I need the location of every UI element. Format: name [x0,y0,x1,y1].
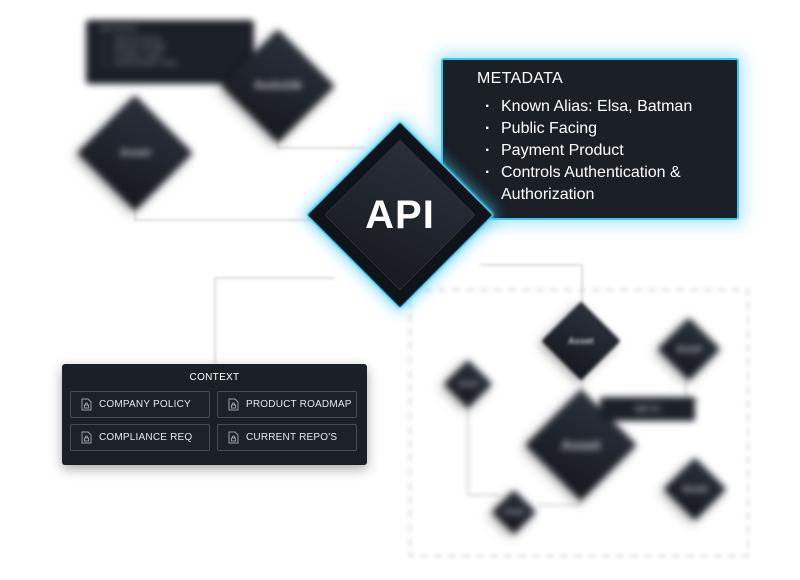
background-metadata-item: Contains Legal [114,52,240,60]
cluster-asset-left-label: Asset [457,380,479,388]
metadata-list: Known Alias: Elsa, Batman Public Facing … [475,96,721,206]
document-lock-icon [81,398,92,411]
context-item-current-repos[interactable]: CURRENT REPO'S [217,424,357,451]
metadata-item: Known Alias: Elsa, Batman [485,96,721,118]
redis-node[interactable]: RedisDB [220,28,336,144]
context-item-label: COMPLIANCE REQ [99,432,193,443]
connector-api-cluster [480,264,583,308]
api-node[interactable]: API [305,120,495,310]
context-item-label: COMPANY POLICY [99,399,191,410]
background-metadata-title: METADATA [100,26,137,33]
cluster-asset-center-label: Asset [561,437,601,453]
connector-api-context [214,277,335,364]
context-item-product-roadmap[interactable]: PRODUCT ROADMAP [217,391,357,418]
context-item-label: PRODUCT ROADMAP [246,399,352,410]
cluster-asset-center[interactable]: Asset [524,388,638,502]
context-panel: CONTEXT COMPANY POLICY PRODUCT ROADMAP C… [62,364,367,465]
cluster-asset-right-top[interactable]: Asset [657,317,721,381]
context-item-company-policy[interactable]: COMPANY POLICY [70,391,210,418]
dashed-cluster-frame [409,289,749,557]
metadata-panel: METADATA Known Alias: Elsa, Batman Publi… [441,58,739,220]
asset-node-left-label: Asset [119,147,151,159]
metadata-item: Public Facing [485,118,721,140]
cluster-asset-top-label: Asset [568,336,594,346]
context-item-compliance-req[interactable]: COMPLIANCE REQ [70,424,210,451]
asset-node-left[interactable]: Asset [76,94,194,212]
metadata-item-text: Authorization [501,186,595,203]
document-lock-icon [228,431,239,444]
cluster-asset-right-bottom[interactable]: Asset [663,457,727,521]
metadata-item-continued: Authorization [501,184,721,206]
cluster-asset-bottom-label: Asset [503,508,525,516]
metadata-item: Controls Authentication & [485,162,721,184]
metadata-title: METADATA [477,70,563,87]
cluster-asset-left[interactable]: Asset [443,359,493,409]
cluster-meta-tag: META [600,397,695,421]
document-lock-icon [81,431,92,444]
background-metadata-item: Network Storage [114,44,240,52]
cluster-asset-right-bottom-label: Asset [682,484,708,494]
background-metadata-item: Authentication State [114,60,240,68]
api-node-label: API [365,192,435,237]
background-metadata-card: METADATA Internet Facing Network Storage… [86,20,254,84]
metadata-item: Payment Product [485,140,721,162]
cluster-connector-1 [467,400,500,496]
cluster-asset-right-top-label: Asset [676,344,702,354]
document-lock-icon [228,398,239,411]
redis-node-label: RedisDB [254,80,302,92]
context-item-label: CURRENT REPO'S [246,432,338,443]
cluster-asset-top[interactable]: Asset [541,301,621,381]
cluster-asset-bottom[interactable]: Asset [491,489,537,535]
background-metadata-item: Internet Facing [114,36,240,44]
context-title: CONTEXT [189,372,240,383]
